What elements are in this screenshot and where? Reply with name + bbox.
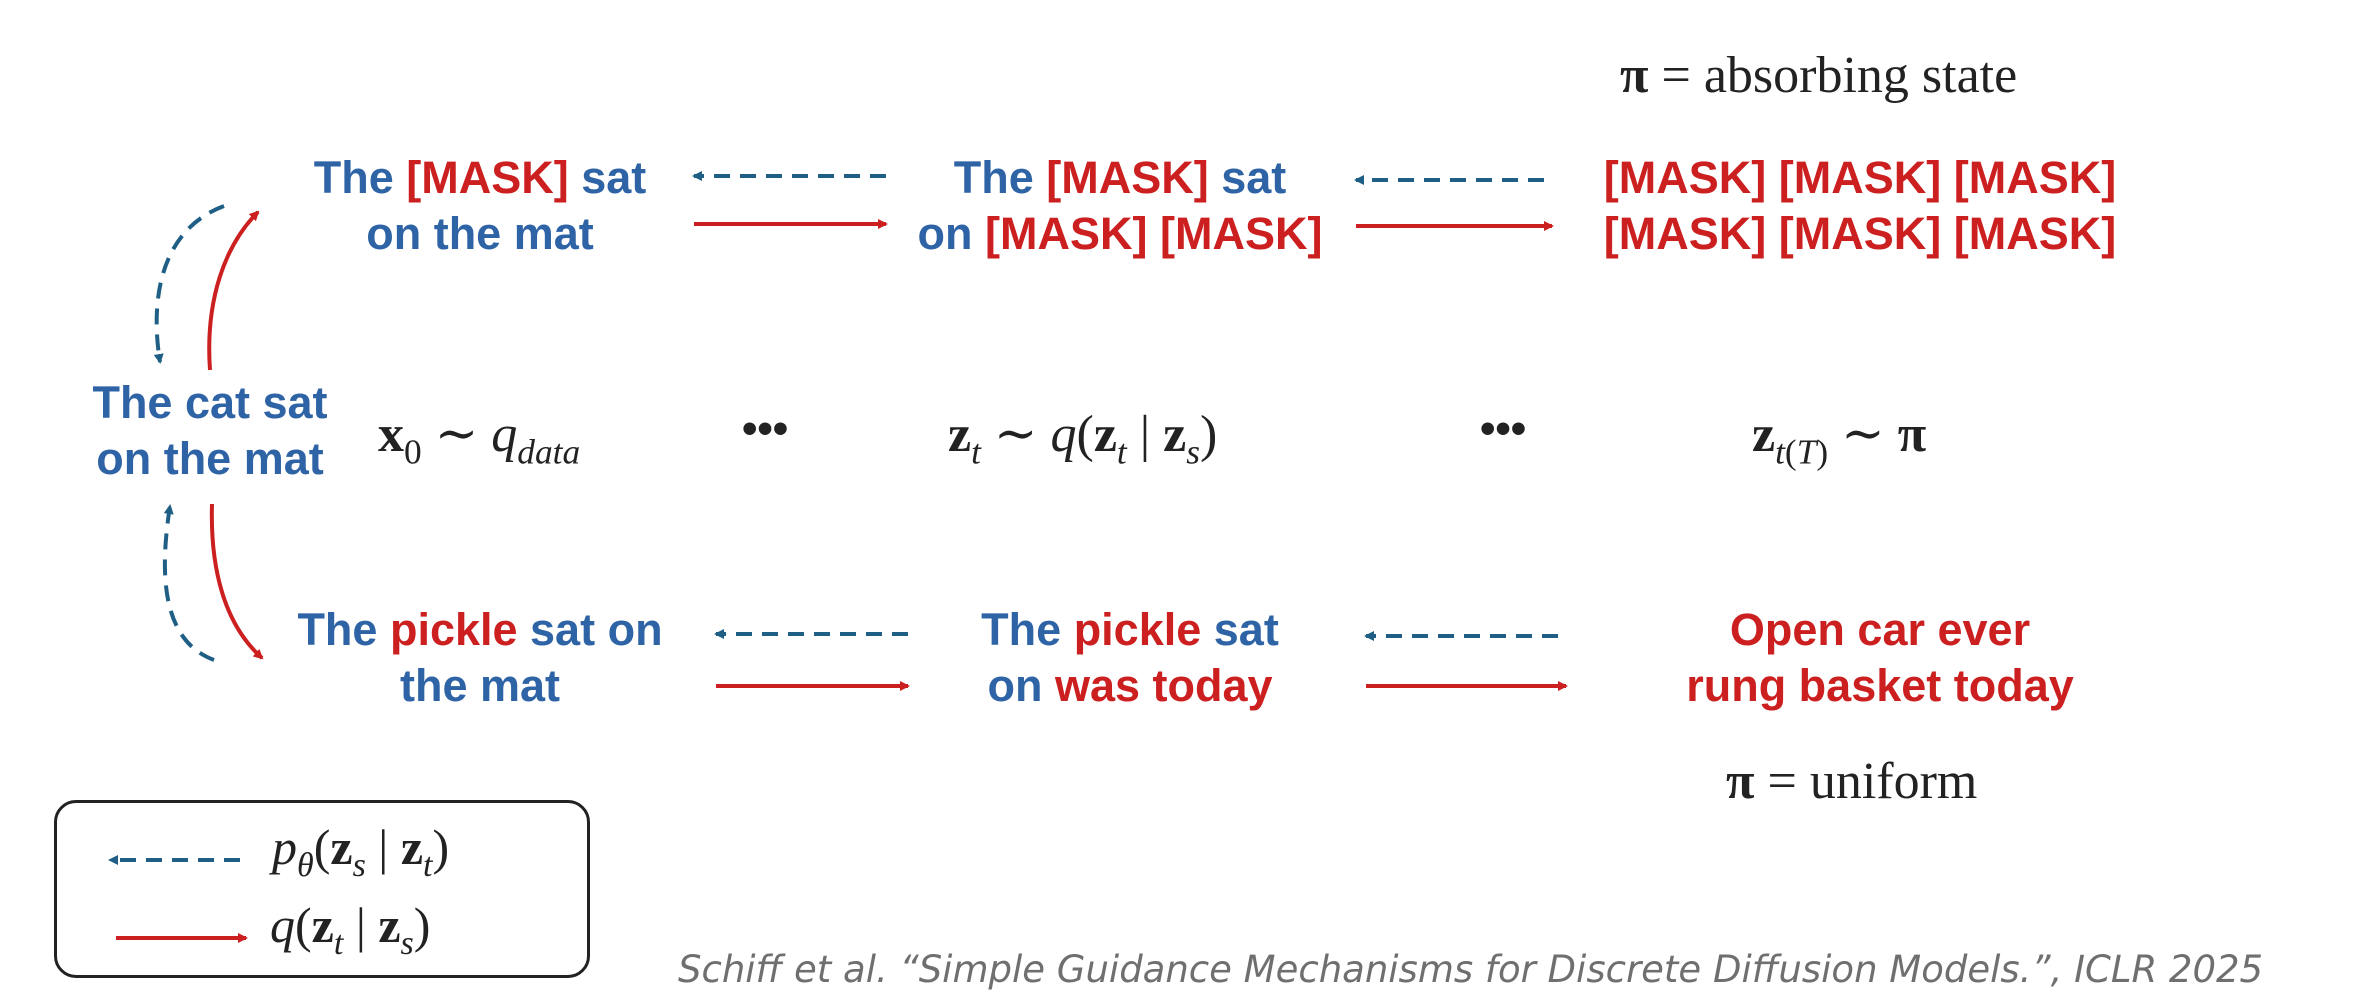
x0-distribution: x0 ∼ qdata — [378, 406, 581, 472]
clean-token: The — [953, 152, 1047, 203]
noised-token: rung basket today — [1686, 660, 2074, 711]
noised-token: [MASK] [MASK] [MASK] — [1603, 152, 2117, 203]
legend-forward-label: q(zt | zs) — [270, 897, 431, 962]
clean-token: sat — [568, 152, 647, 203]
zT-prior-distribution: zt(T) ∼ π — [1752, 406, 1927, 472]
reverse-curve-to-source-bottom — [162, 504, 215, 662]
citation: Schiff et al. “Simple Guidance Mechanism… — [678, 948, 2264, 991]
clean-token: the mat — [399, 660, 561, 711]
forward-curve-from-source-top — [207, 210, 260, 371]
zt-forward-distribution: zt ∼ q(zt | zs) — [948, 406, 1218, 472]
sentence-line-2: on [MASK] [MASK] — [890, 206, 1350, 262]
sentence-line-1: The [MASK] sat — [270, 150, 690, 206]
masked-row-node-2: [MASK] [MASK] [MASK][MASK] [MASK] [MASK] — [1560, 150, 2160, 262]
source-line-1: The cat sat — [92, 377, 328, 428]
noised-token: Open car ever — [1729, 604, 2031, 655]
clean-token: The — [981, 604, 1074, 655]
sentence-line-1: The pickle sat on — [260, 602, 700, 658]
uniform-label: π = uniform — [1726, 753, 1978, 810]
clean-token: sat on — [517, 604, 663, 655]
sentence-line-2: the mat — [260, 658, 700, 714]
clean-token: on — [917, 208, 986, 259]
uniform-text: uniform — [1809, 753, 1978, 810]
absorbing-state-text: absorbing state — [1703, 47, 2018, 104]
noised-token: pickle — [389, 604, 518, 655]
sentence-line-1: The pickle sat — [920, 602, 1340, 658]
sentence-line-1: Open car ever — [1620, 602, 2140, 658]
sentence-line-1: [MASK] [MASK] [MASK] — [1560, 150, 2160, 206]
legend-box — [54, 800, 590, 978]
legend-reverse-label: pθ(zs | zt) — [272, 819, 450, 884]
noised-token: [MASK] — [1046, 152, 1209, 203]
clean-token: The — [313, 152, 407, 203]
sentence-line-2: rung basket today — [1620, 658, 2140, 714]
source-line-2: on the mat — [96, 433, 324, 484]
source-sentence: The cat sat on the mat — [70, 375, 350, 487]
reverse-curve-to-source-top — [153, 204, 225, 364]
ellipsis-right: ••• — [1480, 404, 1527, 453]
clean-token: The — [297, 604, 390, 655]
clean-token: sat — [1208, 152, 1287, 203]
sentence-line-2: [MASK] [MASK] [MASK] — [1560, 206, 2160, 262]
absorbing-state-label: π = absorbing state — [1620, 47, 2018, 104]
noised-token: pickle — [1073, 604, 1202, 655]
sentence-line-2: on the mat — [270, 206, 690, 262]
forward-curve-from-source-bottom — [209, 503, 264, 660]
clean-token: on — [987, 660, 1055, 711]
sentence-line-1: The [MASK] sat — [890, 150, 1350, 206]
clean-token: sat — [1201, 604, 1279, 655]
ellipsis-left: ••• — [742, 404, 789, 453]
noised-token: [MASK] [MASK] [MASK] — [1603, 208, 2117, 259]
sentence-line-2: on was today — [920, 658, 1340, 714]
clean-token: on the mat — [366, 208, 594, 259]
noised-token: [MASK] [MASK] — [985, 208, 1323, 259]
noised-token: [MASK] — [406, 152, 569, 203]
noised-token: was today — [1054, 660, 1273, 711]
